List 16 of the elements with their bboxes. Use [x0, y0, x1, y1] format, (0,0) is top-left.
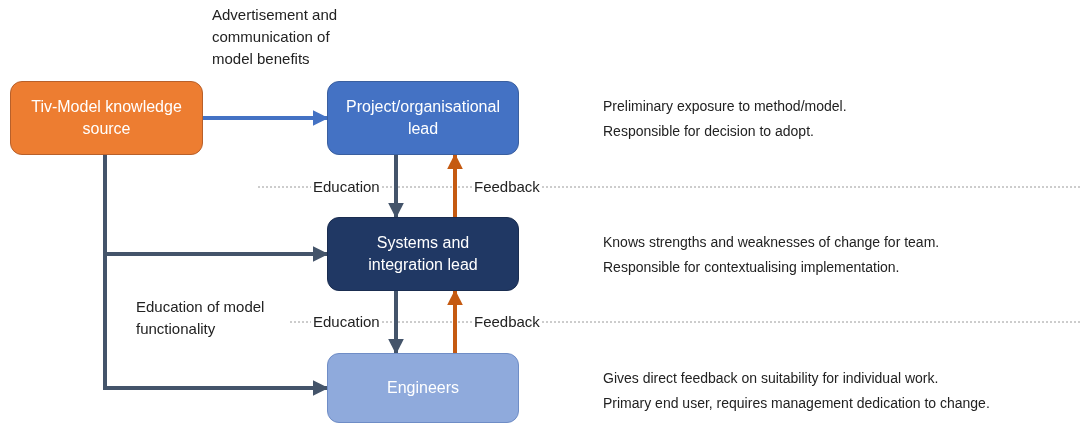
arrow [447, 153, 463, 217]
arrow [103, 155, 329, 396]
arrow [203, 110, 329, 126]
role-box: Engineers [327, 353, 519, 423]
arrow [388, 291, 404, 355]
description-text: Responsible for decision to adopt. [603, 122, 815, 141]
role-box: Tiv-Model knowledge source [10, 81, 203, 155]
arrow [388, 155, 404, 219]
description-text: Responsible for contextualising implementation. [603, 258, 901, 277]
description-text: Knows strengths and weaknesses of change for team. [603, 233, 941, 252]
arrow [447, 289, 463, 353]
role-box: Systems and integration lead [327, 217, 519, 291]
description-text: Gives direct feedback on suitability for individual work. [603, 369, 940, 388]
description-text: Preliminary exposure to method/model. [603, 97, 848, 116]
description-text: Primary end user, requires management dedication to change. [603, 394, 991, 413]
role-box: Project/organisational lead [327, 81, 519, 155]
